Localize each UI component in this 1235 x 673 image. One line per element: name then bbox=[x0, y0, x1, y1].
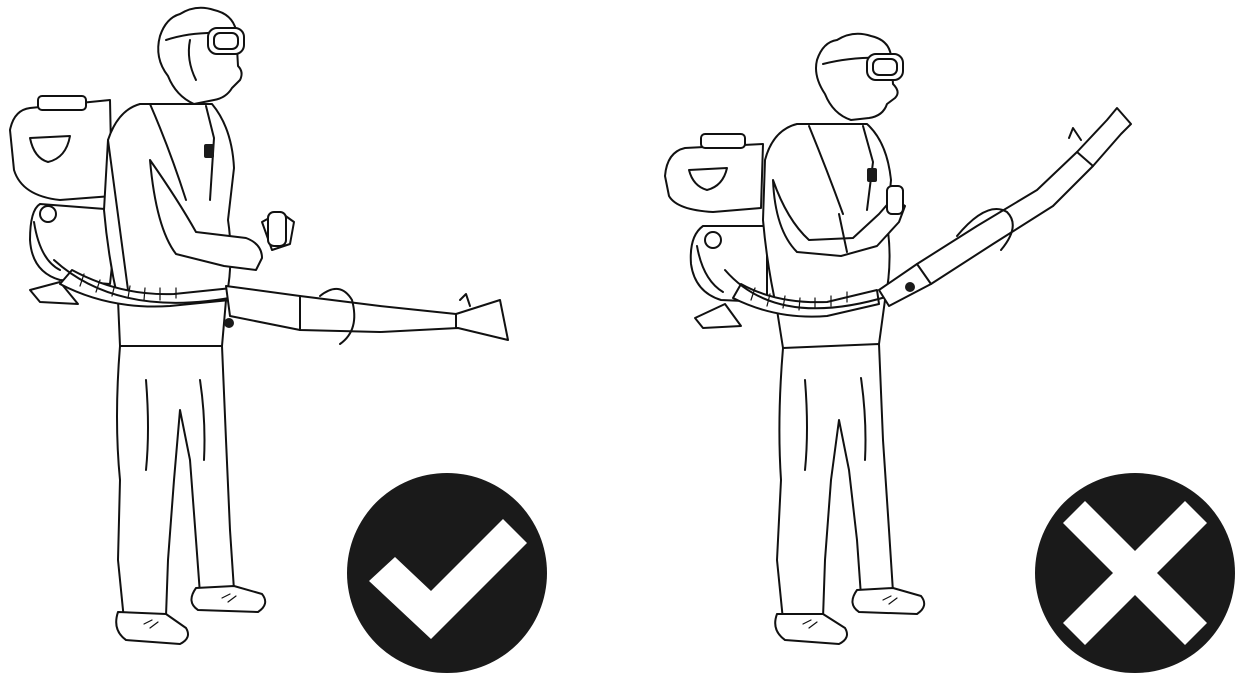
operator-legs bbox=[117, 346, 234, 620]
panel-incorrect bbox=[617, 0, 1235, 654]
operator-legs bbox=[777, 344, 893, 620]
check-mark-icon bbox=[347, 473, 547, 673]
blower-tank bbox=[665, 134, 763, 212]
blower-engine bbox=[691, 226, 767, 328]
operator-head bbox=[158, 8, 244, 104]
correct-verdict-badge bbox=[347, 473, 547, 673]
blower-tube-raised bbox=[879, 108, 1131, 306]
panel-correct bbox=[0, 0, 617, 654]
incorrect-verdict-badge bbox=[1035, 473, 1235, 673]
cross-mark-icon bbox=[1035, 473, 1235, 673]
operator-head bbox=[816, 34, 903, 120]
blower-tube-low bbox=[224, 286, 508, 344]
blower-tank bbox=[10, 96, 112, 200]
